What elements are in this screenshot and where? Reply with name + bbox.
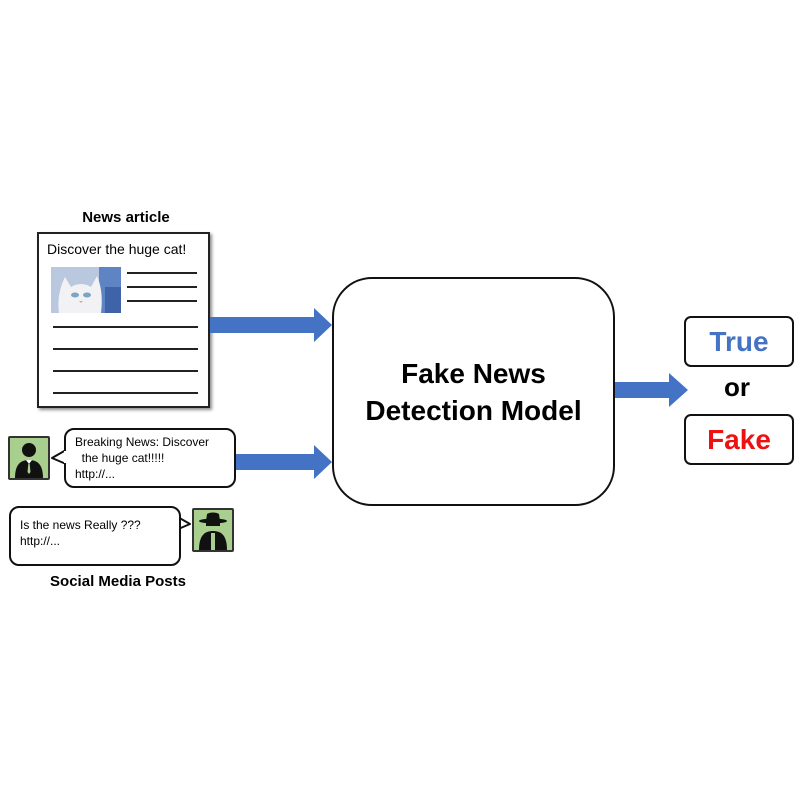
article-text-line — [53, 348, 198, 350]
model-to-output-arrow — [611, 373, 688, 407]
or-label: or — [724, 372, 750, 402]
fake-output-box: Fake — [684, 414, 794, 465]
social-media-posts-title: Social Media Posts — [50, 573, 186, 590]
model-label-line1: Fake News — [401, 357, 546, 389]
article-text-line — [53, 392, 198, 394]
article-text-line — [53, 370, 198, 372]
cat-photo — [51, 267, 121, 313]
post1-line2: the huge cat!!!!! — [75, 451, 165, 465]
true-label: True — [709, 325, 769, 357]
social-post-2: Is the news Really ??? http://... — [9, 506, 181, 566]
fake-label: Fake — [707, 423, 771, 455]
post1-line3: http://... — [75, 467, 116, 481]
model-label-line2: Detection Model — [365, 394, 582, 426]
article-headline: Discover the huge cat! — [47, 241, 187, 257]
spy-avatar-icon — [192, 508, 234, 552]
article-to-model-arrow — [210, 308, 332, 342]
true-output-box: True — [684, 316, 794, 367]
news-article-title: News article — [82, 209, 170, 226]
post1-line1: Breaking News: Discover — [75, 435, 210, 449]
detection-model-box: Fake News Detection Model — [332, 277, 615, 506]
news-article-card: Discover the huge cat! — [37, 232, 210, 408]
article-text-line — [53, 326, 198, 328]
businessman-avatar-icon — [8, 436, 50, 480]
article-text-line — [127, 272, 197, 274]
posts-to-model-arrow — [232, 445, 332, 479]
post2-line2: http://... — [20, 534, 61, 548]
social-post-1: Breaking News: Discover the huge cat!!!!… — [64, 428, 236, 488]
post2-line1: Is the news Really ??? — [20, 518, 141, 532]
article-text-line — [127, 286, 197, 288]
model-label: Fake News Detection Model — [365, 355, 581, 429]
article-text-line — [127, 300, 197, 302]
